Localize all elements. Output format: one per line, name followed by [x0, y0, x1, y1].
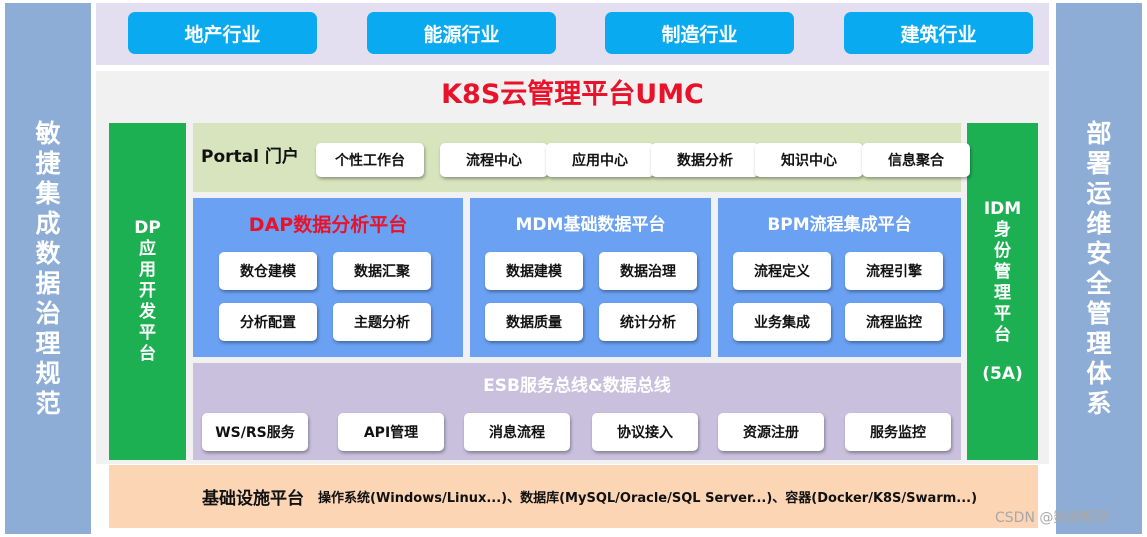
- idm-column-text: 身份管理平台: [994, 220, 1011, 345]
- dap-title: DAP数据分析平台: [248, 214, 408, 236]
- portal-item: 数据分析: [651, 143, 759, 177]
- industry-energy: 能源行业: [367, 12, 556, 54]
- esb-item: 协议接入: [592, 413, 698, 451]
- esb-item: API管理: [338, 413, 444, 451]
- idm-column-head: IDM: [983, 199, 1022, 219]
- portal-item: 信息聚合: [862, 143, 970, 177]
- portal-item: 流程中心: [440, 143, 548, 177]
- bpm-title: BPM流程集成平台: [767, 215, 912, 235]
- esb-title: ESB服务总线&数据总线: [483, 376, 671, 396]
- governance-column-text: 敏捷集成数据治理规范: [35, 118, 61, 418]
- mdm-item: 数据建模: [485, 252, 583, 290]
- portal-item: 应用中心: [546, 143, 654, 177]
- industry-manufacturing: 制造行业: [605, 12, 794, 54]
- watermark: CSDN @数通畅联: [995, 510, 1110, 526]
- dp-column: DP 应用开发平台: [109, 123, 186, 460]
- bpm-item: 流程定义: [733, 252, 831, 290]
- industry-band: 地产行业 能源行业 制造行业 建筑行业: [96, 3, 1049, 65]
- dp-column-head: DP: [134, 218, 161, 238]
- infrastructure-desc: 操作系统(Windows/Linux...)、数据库(MySQL/Oracle/…: [318, 491, 978, 506]
- infrastructure-band: 基础设施平台 操作系统(Windows/Linux...)、数据库(MySQL/…: [109, 465, 1038, 528]
- esb-item: WS/RS服务: [202, 413, 308, 451]
- dap-item: 主题分析: [333, 303, 431, 341]
- esb-item: 消息流程: [464, 413, 570, 451]
- industry-construction: 建筑行业: [844, 12, 1033, 54]
- idm-column: IDM 身份管理平台 (5A): [967, 123, 1038, 460]
- bpm-item: 业务集成: [733, 303, 831, 341]
- platform-title: K8S云管理平台UMC: [441, 79, 704, 110]
- mdm-item: 统计分析: [599, 303, 697, 341]
- ops-security-column: 部署运维安全管理体系: [1056, 3, 1142, 534]
- ops-security-column-text: 部署运维安全管理体系: [1086, 118, 1112, 418]
- mdm-title: MDM基础数据平台: [515, 215, 666, 235]
- esb-item: 服务监控: [845, 413, 951, 451]
- esb-band: [193, 363, 961, 460]
- dap-item: 分析配置: [219, 303, 317, 341]
- industry-real-estate: 地产行业: [128, 12, 317, 54]
- portal-label: Portal 门户: [201, 147, 299, 167]
- portal-item: 个性工作台: [316, 143, 424, 177]
- esb-item: 资源注册: [718, 413, 824, 451]
- dap-item: 数仓建模: [219, 252, 317, 290]
- bpm-item: 流程引擎: [845, 252, 943, 290]
- dp-column-text: 应用开发平台: [139, 239, 156, 364]
- portal-item: 知识中心: [755, 143, 863, 177]
- mdm-item: 数据质量: [485, 303, 583, 341]
- dap-item: 数据汇聚: [333, 252, 431, 290]
- idm-column-sub: (5A): [982, 364, 1023, 384]
- bpm-item: 流程监控: [845, 303, 943, 341]
- mdm-item: 数据治理: [599, 252, 697, 290]
- infrastructure-label: 基础设施平台: [202, 489, 304, 509]
- governance-column: 敏捷集成数据治理规范: [5, 3, 91, 534]
